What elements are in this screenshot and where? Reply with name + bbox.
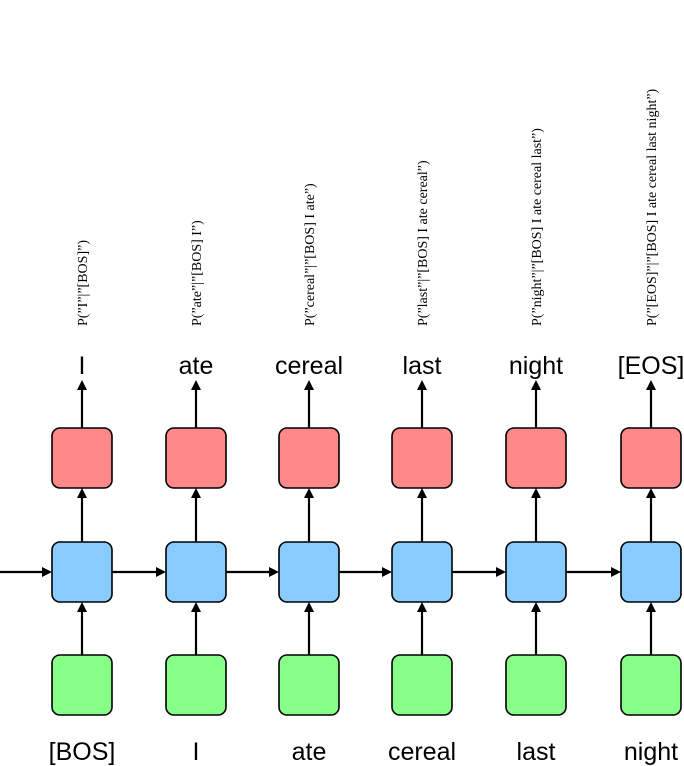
hidden-to-output-arrow-4 — [531, 488, 541, 542]
output-token-4: night — [509, 352, 563, 380]
hidden-box-0 — [51, 541, 113, 603]
input-to-hidden-arrow-4-head — [531, 602, 541, 612]
input-to-hidden-arrow-4 — [531, 602, 541, 655]
hidden-recurrent-arrow-2-head — [382, 567, 392, 577]
input-to-hidden-arrow-2 — [304, 602, 314, 655]
output-token-5: [EOS] — [618, 352, 684, 380]
input-token-3: cereal — [388, 738, 456, 766]
output-to-token-arrow-1-head — [191, 380, 201, 390]
output-box-2 — [278, 427, 340, 489]
initial-hidden-arrow — [0, 567, 52, 577]
hidden-to-output-arrow-0-head — [77, 488, 87, 498]
initial-hidden-arrow-head — [42, 567, 52, 577]
output-to-token-arrow-0-head — [77, 380, 87, 390]
input-to-hidden-arrow-0 — [77, 602, 87, 655]
output-to-token-arrow-3 — [417, 380, 427, 428]
input-box-0 — [51, 654, 113, 716]
hidden-to-output-arrow-1-head — [191, 488, 201, 498]
input-to-hidden-arrow-2-head — [304, 602, 314, 612]
hidden-recurrent-arrow-4-head — [611, 567, 621, 577]
hidden-to-output-arrow-2-head — [304, 488, 314, 498]
hidden-recurrent-arrow-2 — [339, 567, 392, 577]
output-to-token-arrow-5-head — [646, 380, 656, 390]
output-to-token-arrow-1 — [191, 380, 201, 428]
hidden-to-output-arrow-0 — [77, 488, 87, 542]
input-to-hidden-arrow-3 — [417, 602, 427, 655]
hidden-recurrent-arrow-0 — [112, 567, 166, 577]
hidden-box-2 — [278, 541, 340, 603]
hidden-to-output-arrow-2 — [304, 488, 314, 542]
probability-label-0: P(”I”|”[BOS]”) — [76, 240, 91, 326]
output-token-2: cereal — [275, 352, 343, 380]
hidden-to-output-arrow-3-head — [417, 488, 427, 498]
hidden-recurrent-arrow-3-head — [496, 567, 506, 577]
hidden-recurrent-arrow-1-head — [269, 567, 279, 577]
input-token-5: night — [624, 738, 678, 766]
hidden-recurrent-arrow-4 — [566, 567, 621, 577]
probability-label-3: P(”last”|”[BOS] I ate cereal”) — [416, 160, 431, 326]
output-to-token-arrow-4-head — [531, 380, 541, 390]
probability-label-4: P(”night”|”[BOS] I ate cereal last”) — [530, 128, 545, 326]
hidden-recurrent-arrow-3 — [452, 567, 506, 577]
probability-label-5: P(”[EOS]”|”[BOS] I ate cereal last night… — [645, 88, 660, 326]
input-to-hidden-arrow-5-head — [646, 602, 656, 612]
hidden-box-3 — [391, 541, 453, 603]
hidden-box-5 — [620, 541, 682, 603]
input-box-3 — [391, 654, 453, 716]
hidden-recurrent-arrow-1 — [226, 567, 279, 577]
input-token-2: ate — [292, 738, 327, 766]
hidden-box-4 — [505, 541, 567, 603]
hidden-box-1 — [165, 541, 227, 603]
output-box-4 — [505, 427, 567, 489]
output-box-5 — [620, 427, 682, 489]
hidden-to-output-arrow-5-head — [646, 488, 656, 498]
input-box-2 — [278, 654, 340, 716]
hidden-to-output-arrow-4-head — [531, 488, 541, 498]
probability-label-2: P(”cereal”|”[BOS] I ate”) — [303, 183, 318, 326]
input-token-1: I — [193, 738, 200, 766]
output-token-0: I — [79, 352, 86, 380]
probability-label-1: P(”ate”|”[BOS] I”) — [190, 220, 205, 326]
input-token-4: last — [517, 738, 556, 766]
output-to-token-arrow-3-head — [417, 380, 427, 390]
input-to-hidden-arrow-1 — [191, 602, 201, 655]
output-to-token-arrow-4 — [531, 380, 541, 428]
output-box-0 — [51, 427, 113, 489]
output-to-token-arrow-5 — [646, 380, 656, 428]
output-box-1 — [165, 427, 227, 489]
output-to-token-arrow-2-head — [304, 380, 314, 390]
output-to-token-arrow-0 — [77, 380, 87, 428]
input-to-hidden-arrow-3-head — [417, 602, 427, 612]
input-to-hidden-arrow-5 — [646, 602, 656, 655]
input-token-0: [BOS] — [49, 738, 116, 766]
hidden-to-output-arrow-1 — [191, 488, 201, 542]
input-box-5 — [620, 654, 682, 716]
input-box-1 — [165, 654, 227, 716]
output-to-token-arrow-2 — [304, 380, 314, 428]
input-to-hidden-arrow-0-head — [77, 602, 87, 612]
hidden-recurrent-arrow-0-head — [156, 567, 166, 577]
hidden-to-output-arrow-5 — [646, 488, 656, 542]
hidden-to-output-arrow-3 — [417, 488, 427, 542]
output-token-1: ate — [179, 352, 214, 380]
output-token-3: last — [403, 352, 442, 380]
output-box-3 — [391, 427, 453, 489]
input-to-hidden-arrow-1-head — [191, 602, 201, 612]
input-box-4 — [505, 654, 567, 716]
